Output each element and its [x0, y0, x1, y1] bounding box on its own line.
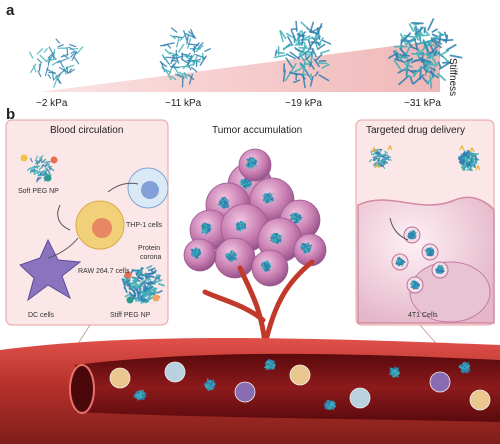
tumor-np-9: [261, 259, 272, 273]
tumor-mass: [183, 148, 327, 287]
lumen-np-2: [204, 378, 216, 391]
stiff-np-label: Stiff PEG NP: [110, 312, 151, 319]
tumor-np-1: [239, 176, 252, 190]
dc-cell: [19, 238, 82, 302]
tumor-np-7: [270, 232, 283, 245]
blood-cells: [109, 358, 491, 411]
4t1-cells-label: 4T1 Cells: [408, 312, 438, 319]
endosome-np-3: [395, 256, 406, 267]
targeting-ligand-4: [459, 144, 465, 151]
corona-protein-5: [152, 294, 160, 302]
thp1-nucleus: [141, 181, 159, 199]
tumor-np-4: [289, 212, 303, 224]
tumor-np-6: [235, 220, 247, 232]
nucleus: [409, 261, 491, 323]
flow-arrows: [47, 182, 409, 259]
targeting-ligand-1: [371, 146, 377, 153]
corona-protein-2: [50, 156, 58, 164]
blood-circulation-title: Blood circulation: [50, 125, 124, 136]
nanoparticle-1: [29, 38, 84, 88]
targeting-ligand-5: [475, 164, 481, 171]
soft-np-label: Soft PEG NP: [18, 188, 59, 195]
corona-protein-6: [126, 296, 134, 304]
lumen-cell-3: [234, 381, 256, 403]
raw-label: RAW 264.7 cells: [78, 268, 130, 275]
dc-cells-label: DC cells: [28, 312, 55, 319]
targeted-delivery-items: [368, 144, 481, 294]
corona-protein-1: [20, 154, 28, 162]
vessel-opening: [69, 364, 95, 414]
targeting-ligand-2: [387, 144, 393, 151]
raw-nucleus: [92, 218, 112, 238]
stiffness-axis-label: Stiffness: [447, 58, 458, 97]
lumen-cell-6: [429, 371, 451, 393]
corona-protein-4: [124, 271, 132, 279]
lumen-np-4: [324, 400, 337, 410]
endosome-np-5: [409, 280, 421, 290]
endosome-np-1: [406, 229, 417, 240]
lumen-cell-4: [289, 364, 311, 386]
protein-corona-label-2: corona: [140, 254, 162, 261]
tumor-vessel-trunk: [202, 259, 315, 348]
lumen-np-1: [133, 389, 147, 401]
lumen-np-5: [389, 366, 400, 378]
tumor-np-12: [245, 156, 258, 170]
targeting-ligand-3: [374, 162, 380, 169]
stiffness-label-1: ~2 kPa: [36, 98, 68, 109]
thp1-label: THP-1 cells: [126, 222, 163, 229]
nanoparticle-row: [29, 18, 463, 89]
panel-a-letter: a: [6, 2, 15, 19]
tumor-np-3: [262, 192, 275, 204]
lumen-cell-1: [109, 367, 131, 389]
stiffness-label-4: ~31 kPa: [404, 98, 441, 109]
tumor-np-2: [217, 196, 230, 210]
targeted-delivery-title: Targeted drug delivery: [366, 125, 465, 136]
tumor-np-10: [300, 242, 313, 254]
nanoparticle-3: [273, 20, 332, 89]
endosome-np-2: [424, 246, 435, 257]
immune-cells: [19, 154, 169, 304]
targeting-ligand-6: [469, 146, 475, 153]
endosome-np-4: [435, 264, 445, 275]
lumen-cell-5: [349, 387, 371, 409]
nanoparticle-4: [388, 18, 463, 89]
tumor-lobe-11: [183, 238, 217, 272]
stiffness-label-3: ~19 kPa: [285, 98, 322, 109]
panel-b-letter: b: [6, 106, 16, 123]
stiffness-wedge: [40, 40, 440, 92]
tumor-np-11: [190, 246, 202, 260]
lumen-cell-7: [469, 389, 491, 411]
targeted-np-2: [457, 149, 479, 172]
soft-peg-np: [26, 154, 55, 183]
nanoparticle-2: [159, 27, 211, 88]
corona-protein-3: [44, 174, 52, 182]
tumor-np-8: [224, 250, 238, 263]
tumor-np-5: [200, 222, 212, 235]
protein-corona-label-1: Protein: [138, 245, 161, 252]
lumen-np-3: [264, 358, 276, 371]
stiffness-label-2: ~11 kPa: [165, 98, 202, 109]
lumen-np-6: [458, 361, 471, 374]
tumor-accumulation-title: Tumor accumulation: [212, 125, 303, 136]
lumen-cell-2: [164, 361, 186, 383]
stiff-peg-np: [121, 265, 165, 304]
